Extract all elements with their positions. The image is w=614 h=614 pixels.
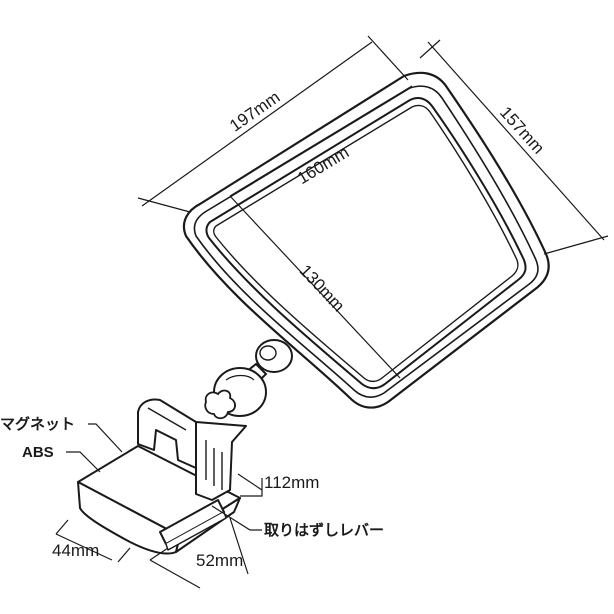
- joint-knob: [204, 389, 236, 420]
- dim-44-line: [55, 533, 113, 561]
- dim-157-ext-bottom: [543, 235, 609, 255]
- dim-52-line: [149, 559, 201, 589]
- lever-bracket: [195, 421, 247, 501]
- joint-collar-inner: [259, 345, 277, 361]
- dim-44-ext: [55, 519, 131, 563]
- dim-160-line: [229, 85, 413, 197]
- dim-157-ext-top: [419, 39, 441, 59]
- mirror-glass-outer: [205, 97, 527, 390]
- base-handle-top: [147, 407, 187, 431]
- dim-52-label: 52mm: [196, 551, 243, 570]
- dim-130-line: [229, 195, 401, 379]
- dim-197-ext-right: [367, 35, 409, 81]
- dim-112-label: 112mm: [264, 473, 319, 492]
- dim-157-label: 157mm: [496, 103, 548, 158]
- dimension-lines: [55, 35, 609, 589]
- mirror: [182, 71, 550, 409]
- base-handle: [137, 398, 197, 469]
- release-lever-tab: [165, 511, 227, 551]
- magnet-label: マグネット: [0, 415, 75, 433]
- base-body-front: [77, 481, 181, 555]
- callout-leaders: [66, 423, 262, 531]
- mirror-glass-inner: [213, 104, 519, 383]
- magnet-leader: [88, 423, 123, 453]
- dim-112-leader: [240, 478, 263, 497]
- lever-bracket-slot: [205, 440, 223, 490]
- base: [77, 398, 247, 555]
- dim-52-ext: [149, 517, 249, 575]
- joint-ball-highlight: [225, 374, 255, 381]
- dim-197-ext-left: [137, 197, 191, 213]
- dim-157-line: [427, 41, 605, 241]
- dim-197-line: [141, 41, 373, 207]
- dim-112-line: [237, 473, 263, 491]
- abs-leader: [66, 451, 101, 473]
- dim-44-label: 44mm: [52, 541, 99, 560]
- abs-label: ABS: [22, 444, 54, 461]
- ball-joint: [204, 339, 293, 420]
- release-lever-label: 取りはずしレバー: [264, 521, 384, 539]
- lever-leader: [211, 505, 262, 531]
